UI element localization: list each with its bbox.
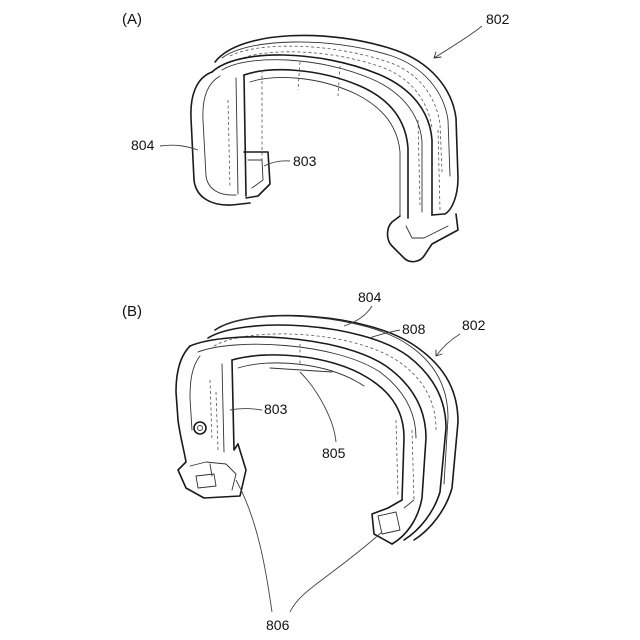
- ref-806-b: 806: [266, 617, 290, 633]
- mount-hole: [194, 422, 206, 434]
- ref-803-b: 803: [264, 401, 288, 417]
- ref-805-b: 805: [322, 445, 346, 461]
- leader-806-left: [236, 480, 272, 612]
- ref-803-a: 803: [293, 153, 317, 169]
- panel-a-label: (A): [122, 11, 142, 28]
- leader-803-b: [230, 409, 262, 411]
- ref-802-a: 802: [486, 11, 510, 27]
- ref-802-b: 802: [462, 317, 486, 333]
- panel-b-label: (B): [122, 303, 142, 320]
- ref-804-b: 804: [358, 289, 382, 305]
- panel-b-eyecup-drawing: [176, 316, 458, 544]
- leader-802-a: [434, 26, 482, 58]
- panel-a-eyecup-drawing: [191, 35, 458, 261]
- leader-802-b: [436, 334, 460, 356]
- leader-805-b: [300, 372, 336, 442]
- leader-806-right: [290, 532, 382, 612]
- ref-808-b: 808: [402, 321, 426, 337]
- ref-804-a: 804: [131, 137, 155, 153]
